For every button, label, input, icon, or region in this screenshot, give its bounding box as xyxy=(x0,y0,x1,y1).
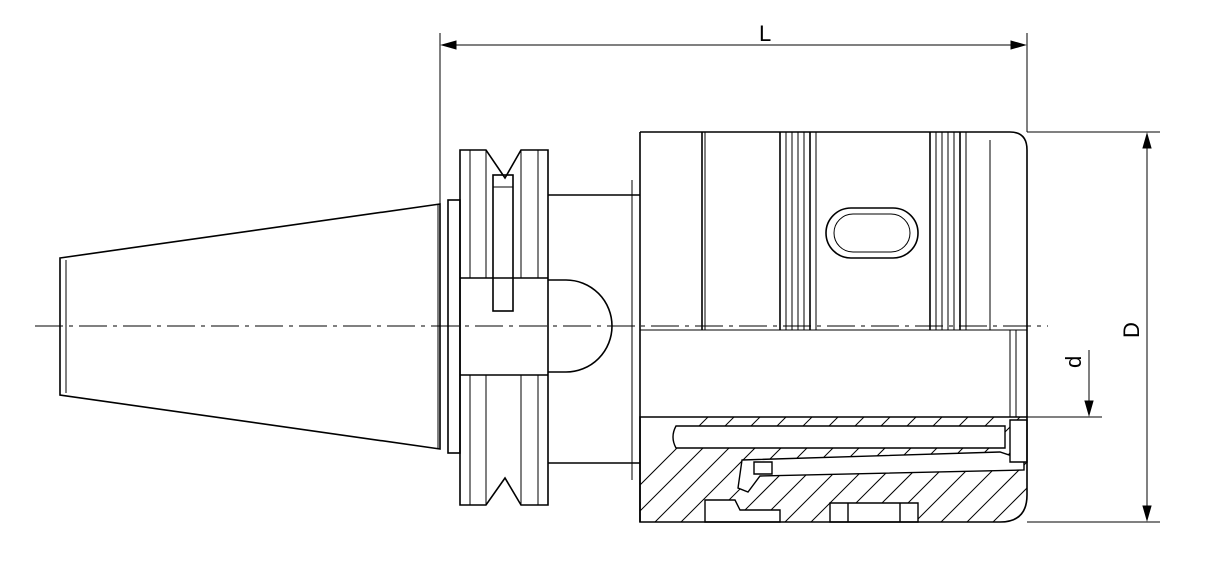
dimension-label-l: L xyxy=(759,21,771,46)
dimension-label-bore-d: d xyxy=(1061,356,1086,368)
dimension-d-diameter xyxy=(1027,131,1160,523)
dimension-l xyxy=(439,33,1028,204)
neck xyxy=(547,194,640,464)
section-view xyxy=(639,416,1028,523)
wrench-slot xyxy=(825,207,919,259)
chuck-body xyxy=(631,131,1028,522)
taper-shank xyxy=(59,203,441,450)
dimension-label-d: D xyxy=(1119,322,1144,338)
flange xyxy=(447,149,549,506)
dimension-d-bore xyxy=(1027,350,1102,418)
